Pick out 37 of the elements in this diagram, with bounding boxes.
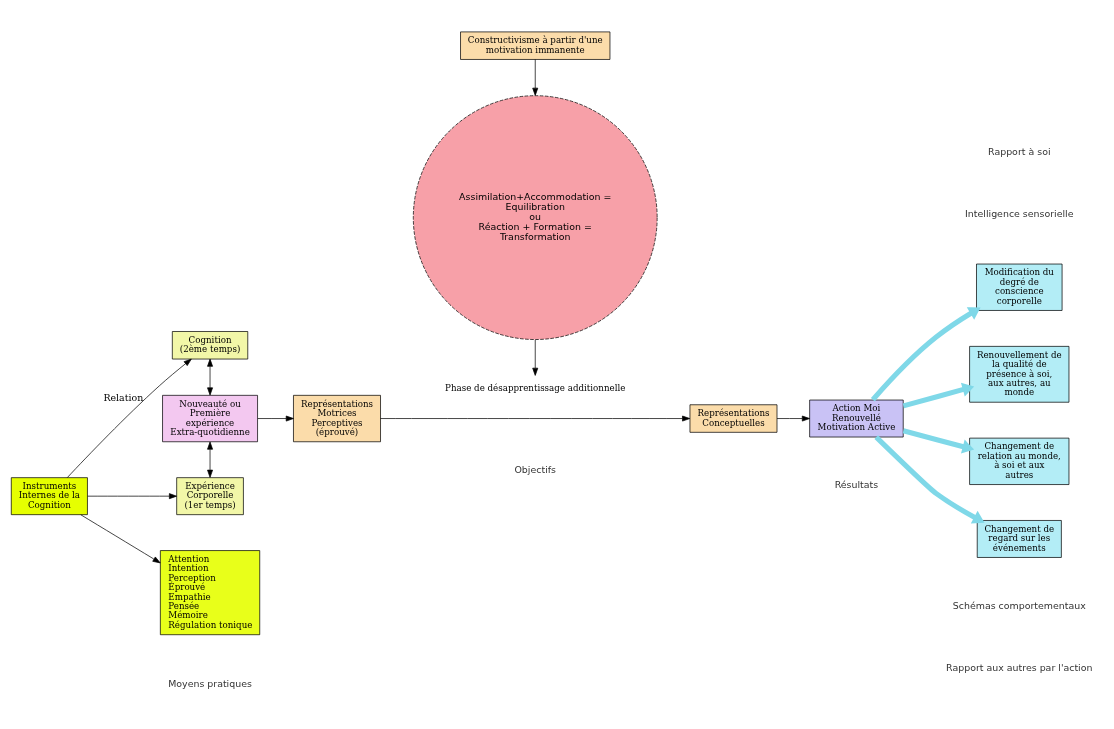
node-box: Représentations Motrices Perceptives (éprouvé) [293, 394, 381, 443]
node-box: Instruments Internes de la Cognition [10, 477, 88, 516]
label: Rapport aux autres par l'action [946, 662, 1093, 674]
node-box: Modification du degré de conscience corporelle [976, 263, 1063, 311]
node-box: Changement de regard sur les événements [976, 520, 1062, 558]
arrow [257, 415, 294, 422]
node-box: Attention Intention Perception Éprouvé Empathie Pensée Mémoire Régulation tonique [160, 550, 261, 636]
label: Rapport à soi [988, 145, 1051, 157]
node-box: Constructivisme à partir d'une motivation immanente [460, 31, 611, 60]
arrow [874, 435, 985, 524]
arrow [902, 428, 975, 454]
node-box: Nouveauté ou Première expérience Extra-quotidienne [162, 394, 258, 443]
label: Schémas comportementaux [952, 599, 1086, 611]
edge-label: Relation [103, 391, 144, 403]
node-box: Expérience Corporelle (1er temps) [176, 477, 244, 516]
node-box: Changement de relation au monde, à soi et aux autres [969, 437, 1070, 485]
label: Résultats [834, 479, 879, 491]
arrow [80, 514, 161, 564]
label: Objectifs [514, 463, 556, 475]
arrow [532, 339, 539, 376]
label: Moyens pratiques [168, 677, 252, 689]
node-box: Cognition (2ème temps) [171, 331, 249, 360]
arrow [207, 358, 213, 396]
node-box: Renouvellement de la qualité de présence à soi, aux autres, au monde [969, 346, 1070, 403]
arrow [532, 59, 539, 96]
node-text: Phase de désapprentissage additionnelle [445, 383, 626, 394]
node-box: Action Moi Renouvellé Motivation Active [809, 399, 904, 438]
arrow [902, 382, 975, 409]
arrow [870, 307, 981, 402]
arrow [87, 493, 177, 500]
arrow [207, 441, 213, 478]
arrow [776, 415, 810, 422]
label: Intelligence sensorielle [965, 208, 1074, 220]
arrow [380, 415, 691, 422]
arrow [66, 358, 192, 478]
node-box: Représentations Conceptuelles [689, 404, 778, 433]
node-circle: Assimilation+Accommodation = Equilibration ou Réaction + Formation = Transformation [412, 95, 658, 340]
